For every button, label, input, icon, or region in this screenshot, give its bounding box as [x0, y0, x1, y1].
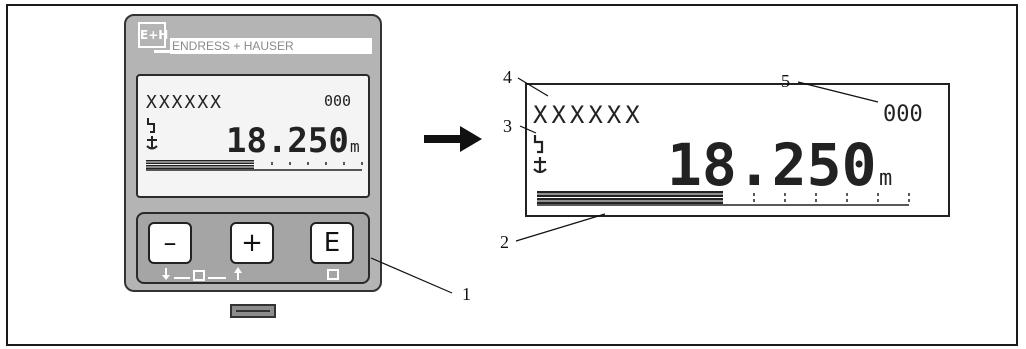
return-icon — [327, 269, 339, 280]
device-connector — [230, 304, 276, 318]
device-bargraph-filled-segment — [236, 162, 254, 164]
bargraph-filled-segment — [630, 201, 661, 204]
device-bargraph-filled-segment — [164, 165, 182, 167]
device-bargraph-filled-segment — [182, 160, 200, 162]
bargraph-filled-segment — [599, 198, 630, 201]
logo-underline — [154, 50, 170, 53]
anchor-icon — [533, 157, 547, 174]
callout-4: 4 — [503, 67, 512, 87]
bargraph-filled-segment — [630, 198, 661, 201]
logo-icon: E+H — [138, 22, 169, 48]
callout-1: 1 — [462, 284, 471, 304]
bargraph-filled-segment — [537, 201, 568, 204]
function-code: 000 — [883, 102, 923, 127]
device-function-code: 000 — [324, 92, 351, 110]
function-name: XXXXXX — [533, 101, 644, 129]
device-bargraph-filled-segment — [164, 160, 182, 162]
device-anchor-icon — [146, 136, 158, 150]
callout-3: 3 — [503, 116, 512, 136]
logo-text: E+H — [140, 28, 169, 42]
brand-name: ENDRESS + HAUSER — [170, 38, 372, 54]
device-bargraph-filled-segment — [218, 162, 236, 164]
keypad: – + E — [136, 212, 370, 284]
device-bargraph-filled-segment — [236, 160, 254, 162]
device-bargraph-filled-segment — [200, 162, 218, 164]
bargraph — [537, 191, 910, 206]
device-function-name: XXXXXX — [146, 92, 223, 113]
bargraph-filled-segment — [568, 191, 599, 194]
measured-value: 18.250 — [667, 131, 877, 199]
bargraph-filled-segment — [537, 191, 568, 194]
escape-icon — [193, 270, 205, 281]
bargraph-filled-segment — [692, 191, 723, 194]
bargraph-filled-segment — [630, 191, 661, 194]
bargraph-filled-segment — [692, 198, 723, 201]
device-bargraph-filled-segment — [200, 167, 218, 169]
device-bargraph-filled-segment — [218, 167, 236, 169]
device-bargraph-filled-segment — [218, 160, 236, 162]
device-bargraph-filled-segment — [146, 165, 164, 167]
down-arrow-head — [162, 275, 170, 280]
device-screen: XXXXXX 000 18.250 m — [136, 74, 370, 198]
device-unit: m — [350, 137, 360, 156]
bargraph-filled-segment — [661, 201, 692, 204]
device-value: 18.250 — [226, 121, 349, 161]
bargraph-filled-segment — [568, 198, 599, 201]
device-bargraph-filled-segment — [182, 165, 200, 167]
device-bargraph-filled-segment — [146, 162, 164, 164]
bargraph-filled-segment — [661, 198, 692, 201]
device-screen-svg: XXXXXX 000 18.250 m — [146, 92, 363, 171]
bargraph-filled-segment — [537, 194, 568, 197]
device-bargraph — [146, 160, 363, 171]
value-unit: m — [879, 166, 892, 191]
minus-key[interactable]: – — [148, 222, 192, 264]
bargraph-filled-segment — [661, 194, 692, 197]
device-envelope-icon — [147, 118, 155, 133]
device-bargraph-filled-segment — [182, 167, 200, 169]
right-arrow-icon — [424, 126, 482, 152]
device-bargraph-filled-segment — [218, 165, 236, 167]
enlarged-display: XXXXXX 000 18.250 m — [525, 83, 950, 217]
device-bargraph-filled-segment — [146, 167, 164, 169]
bargraph-filled-segment — [568, 194, 599, 197]
figure-frame — [6, 4, 1018, 346]
bargraph-filled-segment — [692, 194, 723, 197]
bargraph-filled-segment — [692, 201, 723, 204]
bargraph-filled-segment — [599, 194, 630, 197]
device-bargraph-filled-segment — [200, 165, 218, 167]
keypad-symbols — [162, 267, 339, 281]
enlarged-display-svg: XXXXXX 000 18.250 m — [533, 101, 923, 206]
device-bargraph-filled-segment — [146, 160, 164, 162]
envelope-curve-icon — [533, 135, 544, 154]
bargraph-filled-segment — [537, 198, 568, 201]
device-bargraph-filled-segment — [236, 165, 254, 167]
device-bargraph-filled-segment — [236, 167, 254, 169]
bargraph-filled-segment — [568, 201, 599, 204]
device-bargraph-filled-segment — [164, 162, 182, 164]
device-bargraph-filled-segment — [164, 167, 182, 169]
bargraph-filled-segment — [630, 194, 661, 197]
bargraph-filled-segment — [599, 201, 630, 204]
device-bargraph-filled-segment — [182, 162, 200, 164]
device-bargraph-filled-segment — [200, 160, 218, 162]
plus-key[interactable]: + — [230, 222, 274, 264]
callout-5: 5 — [781, 71, 790, 91]
bargraph-filled-segment — [599, 191, 630, 194]
enter-key[interactable]: E — [310, 222, 354, 264]
bargraph-filled-segment — [661, 191, 692, 194]
up-arrow-head — [234, 267, 242, 273]
callout-2: 2 — [500, 232, 509, 252]
display-device: E+H ENDRESS + HAUSER XXXXXX 000 18.250 m… — [124, 14, 382, 318]
